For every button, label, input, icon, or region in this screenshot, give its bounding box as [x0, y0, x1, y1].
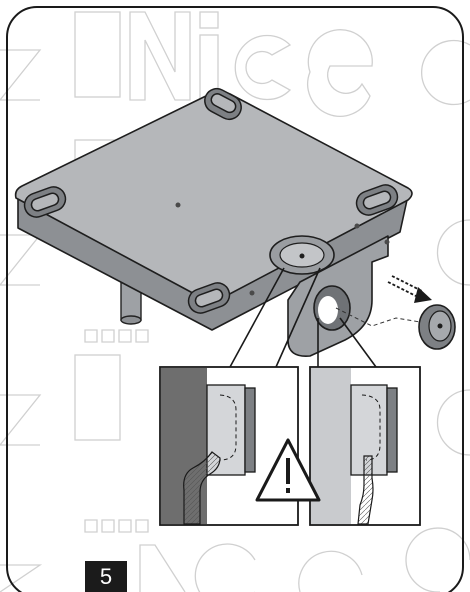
watermark-letter — [298, 550, 363, 592]
watermark-letter — [421, 39, 470, 106]
watermark-letter — [0, 564, 43, 592]
mounting-slot-inner — [30, 192, 60, 212]
mounting-slot-inner — [194, 288, 224, 308]
watermark-letter — [436, 219, 470, 286]
mounting-slot-inner — [362, 190, 392, 210]
watermark-letter — [307, 29, 373, 117]
watermark-letter — [129, 11, 191, 101]
watermark-block — [74, 11, 121, 98]
step-number-badge: 5 — [85, 561, 127, 592]
watermark-letter — [0, 234, 42, 286]
watermark-letter — [194, 543, 256, 592]
watermark-letter — [0, 394, 42, 446]
watermark-letter — [199, 11, 219, 29]
detail-panel-right — [309, 366, 421, 526]
watermark-letter — [405, 527, 470, 592]
cap-path-dashed — [335, 307, 421, 327]
watermark-dots — [84, 329, 149, 343]
callout-lines — [229, 267, 377, 368]
removal-arrow-icon — [387, 275, 432, 303]
watermark-block — [74, 354, 121, 441]
watermark-letter — [234, 34, 292, 101]
watermark-letter — [139, 544, 186, 592]
removed-cap — [418, 304, 456, 350]
top-grommet — [269, 235, 335, 275]
watermark-dots — [84, 519, 149, 533]
frame-border — [6, 6, 464, 592]
mounting-slots — [23, 87, 399, 314]
watermark-letter — [436, 389, 470, 456]
mounting-slot-inner — [210, 93, 237, 114]
warning-triangle-icon — [255, 438, 321, 502]
screw-holes — [175, 202, 390, 296]
watermark-letter — [0, 49, 42, 101]
